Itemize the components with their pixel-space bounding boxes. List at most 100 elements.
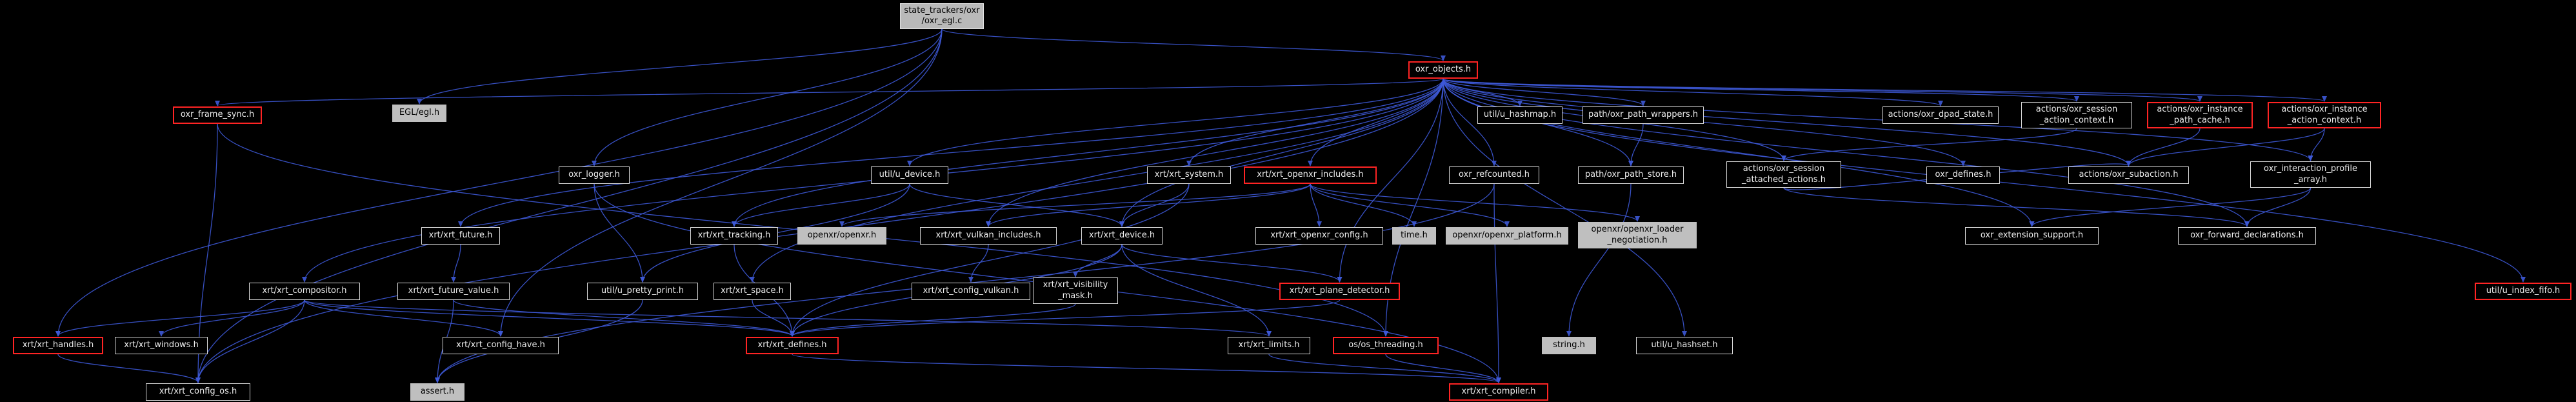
node-os_threading[interactable]: os/os_threading.h	[1333, 337, 1439, 354]
node-xrt_compositor[interactable]: xrt/xrt_compositor.h	[249, 283, 360, 300]
node-string[interactable]: string.h	[1542, 337, 1596, 354]
node-xrt_openxr_config[interactable]: xrt/xrt_openxr_config.h	[1255, 227, 1383, 245]
node-label: xrt/xrt_future.h	[428, 230, 493, 241]
node-openxr_loader_negotiation[interactable]: openxr/openxr_loader _negotiation.h	[1578, 222, 1697, 248]
edge-path_store-string	[1566, 183, 1632, 337]
edge-oxr_objects-xrt_tracking	[732, 78, 1444, 227]
edge-root-oxr_logger	[592, 28, 943, 166]
node-u_index_fifo[interactable]: util/u_index_fifo.h	[2475, 283, 2571, 300]
node-label: xrt/xrt_visibility _mask.h	[1043, 280, 1108, 301]
node-label: xrt/xrt_space.h	[721, 286, 784, 296]
node-time[interactable]: time.h	[1392, 227, 1436, 245]
node-label: xrt/xrt_openxr_config.h	[1270, 230, 1368, 241]
node-xrt_defines[interactable]: xrt/xrt_defines.h	[746, 337, 839, 354]
edge-oxr_objects-interaction_profile_array	[1443, 78, 2313, 161]
edge-xrt_vulkan_includes-xrt_config_vulkan	[968, 244, 989, 283]
node-label: path/oxr_path_store.h	[1584, 170, 1677, 180]
node-oxr_refcounted[interactable]: oxr_refcounted.h	[1449, 166, 1539, 184]
edge-xrt_compositor-xrt_defines	[304, 299, 795, 337]
node-label: xrt/xrt_config_os.h	[159, 387, 237, 397]
node-xrt_openxr_includes[interactable]: xrt/xrt_openxr_includes.h	[1244, 166, 1377, 184]
node-path_wrappers[interactable]: path/oxr_path_wrappers.h	[1583, 106, 1704, 124]
node-label: xrt/xrt_compiler.h	[1461, 387, 1536, 397]
node-xrt_tracking[interactable]: xrt/xrt_tracking.h	[690, 227, 778, 245]
node-label: actions/oxr_session _attached_actions.h	[1742, 164, 1826, 185]
edge-oxr_objects-xrt_plane_detector	[1337, 78, 1444, 283]
node-xrt_visibility_mask[interactable]: xrt/xrt_visibility _mask.h	[1033, 277, 1118, 304]
node-xrt_vulkan_includes[interactable]: xrt/xrt_vulkan_includes.h	[920, 227, 1057, 245]
node-label: oxr_objects.h	[1415, 65, 1472, 75]
node-assert[interactable]: assert.h	[410, 383, 464, 401]
node-label: util/u_hashmap.h	[1483, 110, 1557, 120]
edge-xrt_openxr_includes-openxr_loader_negotiation	[1310, 183, 1640, 222]
node-label: openxr/openxr.h	[807, 230, 877, 241]
node-label: actions/oxr_dpad_state.h	[1888, 110, 1993, 120]
node-u_hashmap[interactable]: util/u_hashmap.h	[1477, 106, 1563, 124]
node-oxr_defines[interactable]: oxr_defines.h	[1926, 166, 2000, 184]
edge-xrt_openxr_includes-openxr_platform	[1310, 183, 1510, 227]
node-xrt_plane_detector[interactable]: xrt/xrt_plane_detector.h	[1279, 283, 1400, 300]
node-label: actions/oxr_subaction.h	[2079, 170, 2179, 180]
node-openxr[interactable]: openxr/openxr.h	[797, 227, 886, 245]
node-interaction_profile_array[interactable]: oxr_interaction_profile _array.h	[2250, 161, 2371, 188]
node-xrt_config_os[interactable]: xrt/xrt_config_os.h	[146, 383, 250, 401]
edge-oxr_objects-xrt_openxr_includes	[1308, 78, 1444, 166]
edge-xrt_compositor-xrt_handles	[55, 299, 305, 337]
node-oxr_frame_sync[interactable]: oxr_frame_sync.h	[173, 106, 262, 124]
node-path_store[interactable]: path/oxr_path_store.h	[1578, 166, 1684, 184]
node-label: openxr/openxr_platform.h	[1452, 230, 1562, 241]
edge-oxr_objects-u_device	[907, 78, 1444, 166]
node-instance_path_cache[interactable]: actions/oxr_instance _path_cache.h	[2147, 102, 2253, 128]
node-xrt_config_have[interactable]: xrt/xrt_config_have.h	[443, 337, 559, 354]
node-label: oxr_extension_support.h	[1980, 230, 2084, 241]
node-u_hashset[interactable]: util/u_hashset.h	[1636, 337, 1733, 354]
node-label: EGL/egl.h	[399, 108, 440, 118]
node-xrt_future[interactable]: xrt/xrt_future.h	[421, 227, 500, 245]
node-openxr_platform[interactable]: openxr/openxr_platform.h	[1446, 227, 1568, 245]
node-oxr_objects[interactable]: oxr_objects.h	[1408, 61, 1478, 79]
node-label: xrt/xrt_handles.h	[22, 340, 94, 350]
node-instance_action_context[interactable]: actions/oxr_instance _action_context.h	[2268, 102, 2381, 128]
node-xrt_future_value[interactable]: xrt/xrt_future_value.h	[397, 283, 510, 300]
edge-xrt_future_value-xrt_defines	[453, 299, 795, 337]
edge-root-oxr_objects	[941, 28, 1446, 61]
edge-oxr_logger-u_pretty_print	[594, 183, 645, 283]
edge-oxr_objects-xrt_system	[1186, 78, 1444, 166]
edge-u_device-xrt_tracking	[732, 183, 910, 227]
edge-xrt_compositor-xrt_windows	[159, 299, 305, 337]
node-subaction[interactable]: actions/oxr_subaction.h	[2068, 166, 2189, 184]
edge-root-egl	[417, 28, 943, 105]
node-root[interactable]: state_trackers/oxr /oxr_egl.c	[900, 3, 984, 29]
node-xrt_limits[interactable]: xrt/xrt_limits.h	[1228, 337, 1310, 354]
node-oxr_extension_support[interactable]: oxr_extension_support.h	[1965, 227, 2099, 245]
node-xrt_system[interactable]: xrt/xrt_system.h	[1147, 166, 1231, 184]
node-xrt_config_vulkan[interactable]: xrt/xrt_config_vulkan.h	[912, 283, 1030, 300]
node-u_device[interactable]: util/u_device.h	[871, 166, 948, 184]
node-xrt_space[interactable]: xrt/xrt_space.h	[714, 283, 791, 300]
node-label: state_trackers/oxr /oxr_egl.c	[904, 5, 980, 26]
edge-oxr_objects-subaction	[1443, 78, 2132, 166]
edge-xrt_openxr_includes-time	[1310, 183, 1417, 227]
node-label: xrt/xrt_device.h	[1088, 230, 1155, 241]
node-dpad_state[interactable]: actions/oxr_dpad_state.h	[1882, 106, 1999, 124]
edge-interaction_profile_array-oxr_extension_support	[2029, 187, 2311, 227]
node-u_pretty_print[interactable]: util/u_pretty_print.h	[587, 283, 698, 300]
node-xrt_compiler[interactable]: xrt/xrt_compiler.h	[1449, 383, 1548, 401]
node-egl[interactable]: EGL/egl.h	[392, 105, 446, 122]
edge-oxr_objects-xrt_space	[750, 78, 1444, 283]
node-oxr_forward_declarations[interactable]: oxr_forward_declarations.h	[2178, 227, 2316, 245]
edge-root-xrt_handles	[55, 28, 943, 337]
node-label: xrt/xrt_tracking.h	[697, 230, 771, 241]
node-oxr_logger[interactable]: oxr_logger.h	[559, 166, 630, 184]
node-xrt_device[interactable]: xrt/xrt_device.h	[1081, 227, 1163, 245]
node-label: time.h	[1401, 230, 1428, 241]
node-xrt_handles[interactable]: xrt/xrt_handles.h	[13, 337, 103, 354]
edge-xrt_compositor-xrt_limits	[304, 299, 1272, 337]
edge-oxr_objects-xrt_future	[458, 78, 1444, 227]
node-label: oxr_interaction_profile _array.h	[2264, 164, 2357, 185]
node-session_action_context[interactable]: actions/oxr_session _action_context.h	[2021, 102, 2132, 128]
node-session_attached_actions[interactable]: actions/oxr_session _attached_actions.h	[1726, 161, 1841, 188]
edge-instance_action_context-subaction	[2126, 128, 2325, 166]
node-xrt_windows[interactable]: xrt/xrt_windows.h	[115, 337, 208, 354]
edge-oxr_objects-xrt_device	[1119, 78, 1444, 227]
